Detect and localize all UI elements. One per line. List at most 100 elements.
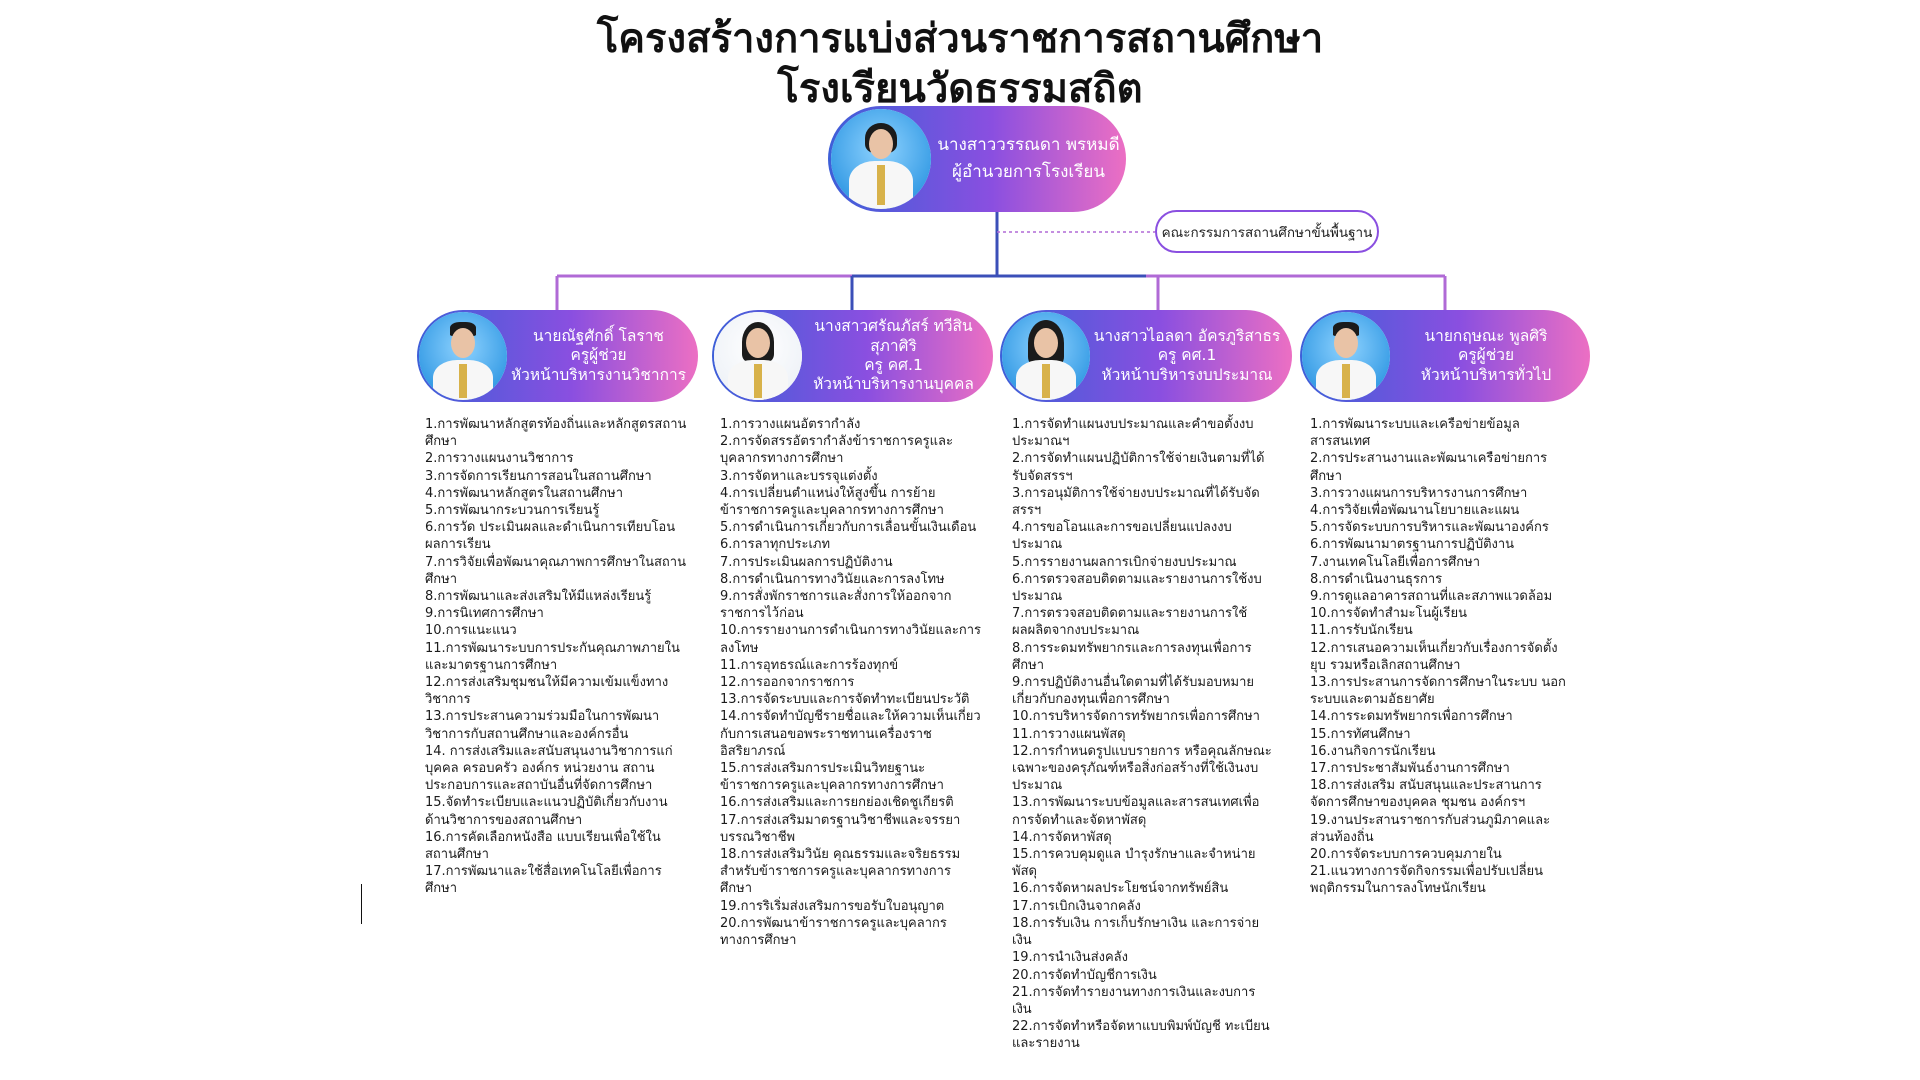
task-item: 15.การทัศนศึกษา bbox=[1310, 726, 1411, 742]
task-item: 16.การคัดเลือกหนังสือ แบบเรียนเพื่อใช้ใน… bbox=[425, 829, 661, 863]
task-item: 22.การจัดทำหรือจัดหาแบบพิมพ์บัญชี ทะเบีย… bbox=[1012, 1019, 1270, 1052]
task-item: 10.การจัดทำสำมะโนผู้เรียน bbox=[1310, 606, 1467, 622]
task-item: 14.การจัดทำบัญชีรายชื่อและให้ความเห็นเกี… bbox=[720, 709, 981, 759]
task-item: 6.การวัด ประเมินผลและดำเนินการเทียบโอนผล… bbox=[425, 520, 676, 553]
task-item: 16.งานกิจการนักเรียน bbox=[1310, 743, 1436, 759]
task-item: 7.การตรวจสอบติดตามและรายงานการใช้ผลผลิตจ… bbox=[1012, 606, 1248, 639]
task-item: 19.การนำเงินส่งคลัง bbox=[1012, 950, 1128, 966]
department-head-name: นายณัฐศักดิ์ โลราช bbox=[533, 326, 664, 345]
department-head-name: นางสาวศรัณภัสร์ ทวีสินสุภาศิริ bbox=[814, 317, 973, 355]
task-item: 11.การรับนักเรียน bbox=[1310, 623, 1413, 639]
task-item: 2.การประสานงานและพัฒนาเครือข่ายการศึกษา bbox=[1310, 451, 1548, 484]
task-item: 7.การประเมินผลการปฏิบัติงาน bbox=[720, 554, 893, 570]
director-position: ผู้อำนวยการโรงเรียน bbox=[952, 162, 1105, 182]
task-item: 12.การออกจากราชการ bbox=[720, 675, 855, 691]
task-item: 12.การเสนอความเห็นเกี่ยวกับเรื่องการจัดต… bbox=[1310, 640, 1558, 673]
task-item: 1.การวางแผนอัตรากำลัง bbox=[720, 417, 861, 432]
department-card-academic: นายณัฐศักดิ์ โลราช ครูผู้ช่วย หัวหน้าบริ… bbox=[417, 310, 698, 402]
task-item: 9.การดูแลอาคารสถานที่และสภาพแวดล้อม bbox=[1310, 589, 1553, 605]
task-item: 5.การดำเนินการเกี่ยวกับการเลื่อนขั้นเงิน… bbox=[720, 520, 977, 536]
task-item: 6.การตรวจสอบติดตามและรายงานการใช้งบประมา… bbox=[1012, 571, 1262, 605]
chart-title-line-2: โรงเรียนวัดธรรมสถิต bbox=[777, 66, 1143, 112]
task-item: 15.จัดทำระเบียบและแนวปฏิบัติเกี่ยวกับงาน… bbox=[425, 795, 668, 828]
task-item: 5.การรายงานผลการเบิกจ่ายงบประมาณ bbox=[1012, 554, 1237, 570]
department-head-rank: ครู คศ.1 bbox=[864, 356, 923, 374]
task-item: 11.การอุทธรณ์และการร้องทุกข์ bbox=[720, 657, 899, 673]
department-head-rank: ครู คศ.1 bbox=[1157, 346, 1217, 365]
department-card-budget: นางสาวไอลดา อัครภูริสาธร ครู คศ.1 หัวหน้… bbox=[1000, 310, 1292, 402]
task-item: 17.การพัฒนาและใช้สื่อเทคโนโลยีเพื่อการศึ… bbox=[425, 864, 662, 897]
task-item: 10.การรายงานการดำเนินการทางวินัยและการลง… bbox=[720, 623, 982, 656]
task-item: 15.การควบคุมดูแล บำรุงรักษาและจำหน่ายพัส… bbox=[1012, 847, 1256, 880]
task-list-academic: 1.การพัฒนาหลักสูตรท้องถิ่นและหลักสูตรสถา… bbox=[425, 416, 687, 898]
task-item: 8.การดำเนินการทางวินัยและการลงโทษ bbox=[720, 571, 945, 587]
task-item: 13.การประสานการจัดการศึกษาในระบบ นอกระบบ… bbox=[1310, 675, 1566, 708]
department-head-role: หัวหน้าบริหารงานวิชาการ bbox=[510, 365, 687, 384]
task-item: 11.การพัฒนาระบบการประกันคุณภาพภายในและมา… bbox=[425, 640, 680, 673]
task-item: 18.การส่งเสริม สนับสนุนและประสานการจัดกา… bbox=[1310, 778, 1542, 811]
task-item: 14. การส่งเสริมและสนับสนุนงานวิชาการแก่บ… bbox=[425, 743, 673, 794]
task-item: 3.การจัดหาและบรรจุแต่งตั้ง bbox=[720, 468, 878, 484]
task-item: 19.การริเริ่มส่งเสริมการขอรับใบอนุญาต bbox=[720, 898, 945, 914]
task-item: 2.การวางแผนงานวิชาการ bbox=[425, 451, 574, 467]
task-item: 16.การจัดหาผลประโยชน์จากทรัพย์สิน bbox=[1012, 881, 1229, 897]
task-item: 13.การพัฒนาระบบข้อมูลและสารสนเทศเพื่อการ… bbox=[1012, 795, 1260, 828]
department-head-role: หัวหน้าบริหารงานบุคคล bbox=[813, 375, 974, 394]
task-item: 13.การจัดระบบและการจัดทำทะเบียนประวัติ bbox=[720, 692, 970, 708]
task-item: 3.การจัดการเรียนการสอนในสถานศึกษา bbox=[425, 468, 652, 484]
task-item: 14.การจัดหาพัสดุ bbox=[1012, 829, 1112, 845]
department-head-name: นางสาวไอลดา อัครภูริสาธร bbox=[1093, 326, 1281, 345]
task-item: 12.การกำหนดรูปแบบรายการ หรือคุณลักษณะเฉพ… bbox=[1012, 743, 1272, 794]
task-item: 9.การสั่งพักราชการและสั่งการให้ออกจากราช… bbox=[720, 589, 952, 622]
department-head-info: นางสาวศรัณภัสร์ ทวีสินสุภาศิริ ครู คศ.1 … bbox=[802, 317, 993, 395]
task-item: 3.การวางแผนการบริหารงานการศึกษา bbox=[1310, 485, 1528, 501]
committee-box: คณะกรรมการสถานศึกษาขั้นพื้นฐาน bbox=[1155, 210, 1379, 253]
task-item: 3.การอนุมัติการใช้จ่ายงบประมาณที่ได้รับจ… bbox=[1012, 485, 1260, 519]
task-item: 16.การส่งเสริมและการยกย่องเชิดชูเกียรติ bbox=[720, 795, 954, 811]
task-item: 17.การประชาสัมพันธ์งานการศึกษา bbox=[1310, 761, 1510, 777]
task-item: 21.การจัดทำรายงานทางการเงินและงบการเงิน bbox=[1012, 984, 1256, 1017]
task-item: 20.การจัดระบบการควบคุมภายใน bbox=[1310, 847, 1502, 863]
task-item: 1.การพัฒนาระบบและเครือข่ายข้อมูลสารสนเทศ bbox=[1310, 417, 1520, 450]
department-head-role: หัวหน้าบริหารงบประมาณ bbox=[1101, 365, 1273, 384]
department-card-personnel: นางสาวศรัณภัสร์ ทวีสินสุภาศิริ ครู คศ.1 … bbox=[712, 310, 993, 402]
task-item: 13.การประสานความร่วมมือในการพัฒนาวิชาการ… bbox=[425, 709, 660, 742]
department-head-rank: ครูผู้ช่วย bbox=[1457, 346, 1515, 365]
task-item: 4.การเปลี่ยนตำแหน่งให้สูงขึ้น การย้ายข้า… bbox=[720, 485, 944, 519]
task-item: 20.การจัดทำบัญชีการเงิน bbox=[1012, 967, 1157, 983]
task-item: 6.การลาทุกประเภท bbox=[720, 537, 831, 553]
task-item: 17.การส่งเสริมมาตรฐานวิชาชีพและจรรยาบรรณ… bbox=[720, 812, 961, 845]
task-item: 17.การเบิกเงินจากคลัง bbox=[1012, 898, 1141, 914]
department-head-info: นายณัฐศักดิ์ โลราช ครูผู้ช่วย หัวหน้าบริ… bbox=[507, 327, 698, 385]
chart-title-line-1: โครงสร้างการแบ่งส่วนราชการสถานศึกษา bbox=[596, 16, 1324, 62]
person-portrait-icon bbox=[714, 312, 802, 400]
text-cursor bbox=[361, 884, 362, 924]
department-head-info: นางสาวไอลดา อัครภูริสาธร ครู คศ.1 หัวหน้… bbox=[1090, 327, 1292, 385]
person-portrait-icon bbox=[1302, 312, 1390, 400]
department-head-role: หัวหน้าบริหารทั่วไป bbox=[1420, 365, 1552, 384]
department-card-general: นายกฤษณะ พูลศิริ ครูผู้ช่วย หัวหน้าบริหา… bbox=[1300, 310, 1590, 402]
task-item: 21.แนวทางการจัดกิจกรรมเพื่อปรับเปลี่ยนพฤ… bbox=[1310, 864, 1544, 897]
task-item: 6.การพัฒนามาตรฐานการปฏิบัติงาน bbox=[1310, 537, 1515, 553]
director-photo-icon bbox=[831, 109, 931, 209]
task-item: 19.งานประสานราชการกับส่วนภูมิภาคและส่วนท… bbox=[1310, 812, 1551, 845]
task-item: 14.การระดมทรัพยากรเพื่อการศึกษา bbox=[1310, 709, 1513, 725]
task-item: 1.การพัฒนาหลักสูตรท้องถิ่นและหลักสูตรสถา… bbox=[425, 417, 687, 450]
task-item: 11.การวางแผนพัสดุ bbox=[1012, 726, 1126, 742]
director-card: นางสาววรรณดา พรหมดี ผู้อำนวยการโรงเรียน bbox=[828, 106, 1126, 212]
task-item: 2.การจัดทำแผนปฏิบัติการใช้จ่ายเงินตามที่… bbox=[1012, 451, 1265, 484]
task-item: 15.การส่งเสริมการประเมินวิทยฐานะข้าราชกา… bbox=[720, 761, 944, 794]
director-name: นางสาววรรณดา พรหมดี bbox=[937, 134, 1120, 155]
task-item: 9.การปฏิบัติงานอื่นใดตามที่ได้รับมอบหมาย… bbox=[1012, 675, 1255, 708]
task-item: 5.การพัฒนากระบวนการเรียนรู้ bbox=[425, 503, 600, 519]
task-item: 12.การส่งเสริมชุมชนให้มีความเข้มแข็งทางว… bbox=[425, 675, 669, 708]
task-item: 4.การพัฒนาหลักสูตรในสถานศึกษา bbox=[425, 485, 624, 501]
task-item: 9.การนิเทศการศึกษา bbox=[425, 606, 544, 622]
task-item: 8.การดำเนินงานธุรการ bbox=[1310, 571, 1443, 587]
task-list-budget: 1.การจัดทำแผนงบประมาณและคำขอตั้งงบประมาณ… bbox=[1012, 416, 1272, 1053]
director-info: นางสาววรรณดา พรหมดี ผู้อำนวยการโรงเรียน bbox=[931, 135, 1126, 184]
department-head-rank: ครูผู้ช่วย bbox=[570, 346, 627, 365]
task-item: 4.การขอโอนและการขอเปลี่ยนแปลงงบประมาณ bbox=[1012, 520, 1232, 553]
